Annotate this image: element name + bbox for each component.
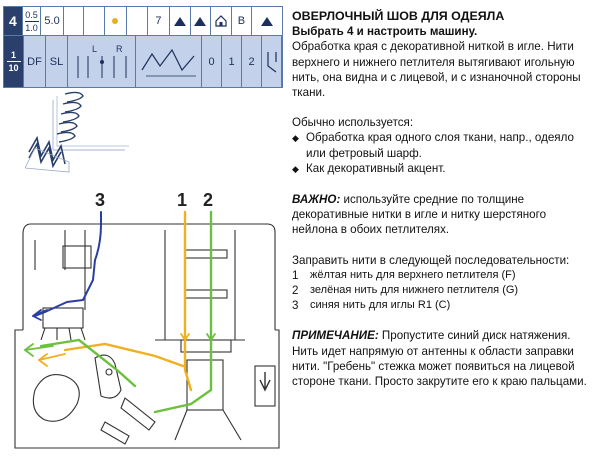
stitch-number: 4 xyxy=(4,7,23,35)
ratio-top: 1 xyxy=(10,50,16,60)
yellow-thread-path xyxy=(63,210,193,392)
needle-position-icon: L R xyxy=(77,44,126,78)
usage-item-text: Как декоративный акцент. xyxy=(306,161,446,175)
note-paragraph: ПРИМЕЧАНИЕ: Пропустите синий диск натяже… xyxy=(292,328,592,389)
label-2: 2 xyxy=(203,190,213,210)
settings-top-row: 4 0.5 1.0 5.0 7 B xyxy=(4,7,282,36)
intro-paragraph: Обработка края с декоративной ниткой в и… xyxy=(292,40,581,100)
machine-threading-diagram: 3 1 2 xyxy=(14,190,280,449)
stitch-length: 0.5 1.0 xyxy=(23,7,42,35)
yellow-dot-icon xyxy=(105,7,128,35)
note-label: ПРИМЕЧАНИЕ: xyxy=(292,329,379,343)
df-label: DF xyxy=(24,36,46,87)
empty-cell xyxy=(64,7,85,35)
presser-icon xyxy=(262,36,282,87)
important-text: используйте средние по толщине декоратив… xyxy=(292,193,547,237)
bullet-icon: ◆ xyxy=(292,133,299,144)
tension-needle: 7 xyxy=(148,7,171,35)
yellow-arrow xyxy=(38,353,66,361)
usage-heading: Обычно используется: xyxy=(292,116,414,130)
needle-r-label: R xyxy=(116,44,123,54)
important-label: ВАЖНО: xyxy=(292,193,341,207)
stitch-diagram xyxy=(25,91,129,173)
usage-item-text: Обработка края одного слоя ткани, напр.,… xyxy=(306,131,574,160)
settings-table: 4 0.5 1.0 5.0 7 B 1 10 DF xyxy=(3,6,283,88)
page-title: ОВЕРЛОЧНЫЙ ШОВ ДЛЯ ОДЕЯЛА xyxy=(292,9,505,23)
tension-l: 0 xyxy=(202,36,222,87)
settings-bottom-row: 1 10 DF SL L R 0 1 xyxy=(4,36,282,87)
threading-number: 2 xyxy=(292,284,299,298)
threading-heading: Заправить нити в следующей последователь… xyxy=(292,253,570,267)
thread-path-icon xyxy=(136,36,202,87)
important-paragraph: ВАЖНО: используйте средние по толщине де… xyxy=(292,192,592,238)
triangle-up-icon xyxy=(191,7,212,35)
ratio-bottom: 10 xyxy=(8,63,19,73)
blue-thread-path xyxy=(34,211,102,317)
threading-number: 3 xyxy=(292,299,299,313)
threading-text: жёлтая нить для верхнего петлителя (F) xyxy=(310,268,516,281)
label-b: B xyxy=(232,7,253,35)
label-1: 1 xyxy=(177,190,187,210)
usage-item: ◆ Как декоративный акцент. xyxy=(292,161,592,177)
usage-item: ◆ Обработка края одного слоя ткани, напр… xyxy=(292,130,592,160)
empty-cell xyxy=(127,7,148,35)
sl-label: SL xyxy=(46,36,68,87)
length-bottom: 1.0 xyxy=(25,22,38,33)
label-3: 3 xyxy=(95,190,105,210)
triangle-up-icon xyxy=(170,7,191,35)
green-arrow xyxy=(24,345,54,351)
empty-cell xyxy=(84,7,105,35)
note-text: Пропустите синий диск натяжения. Нить ид… xyxy=(292,329,587,389)
page-subtitle: Выбрать 4 и настроить машину. xyxy=(292,25,478,39)
needle-position: L R xyxy=(68,36,136,87)
needle-l-label: L xyxy=(92,44,97,54)
threading-item: 3 синяя нить для иглы R1 (C) xyxy=(292,298,592,313)
length-top: 0.5 xyxy=(25,9,38,20)
bullet-icon: ◆ xyxy=(292,163,299,174)
threading-text: зелёная нить для нижнего петлителя (G) xyxy=(310,284,519,297)
stitch-width: 5.0 xyxy=(41,7,64,35)
threading-item: 1 жёлтая нить для верхнего петлителя (F) xyxy=(292,268,592,283)
instructions-column: ОВЕРЛОЧНЫЙ ШОВ ДЛЯ ОДЕЯЛА Выбрать 4 и на… xyxy=(292,9,592,389)
tension-2: 2 xyxy=(242,36,262,87)
threading-number: 1 xyxy=(292,268,299,282)
green-thread-path xyxy=(39,210,213,414)
tension-r: 1 xyxy=(222,36,242,87)
triangle-up-icon xyxy=(252,7,282,35)
house-icon xyxy=(211,7,232,35)
threading-text: синяя нить для иглы R1 (C) xyxy=(310,299,451,312)
threading-item: 2 зелёная нить для нижнего петлителя (G) xyxy=(292,283,592,298)
differential-ratio: 1 10 xyxy=(4,36,24,87)
